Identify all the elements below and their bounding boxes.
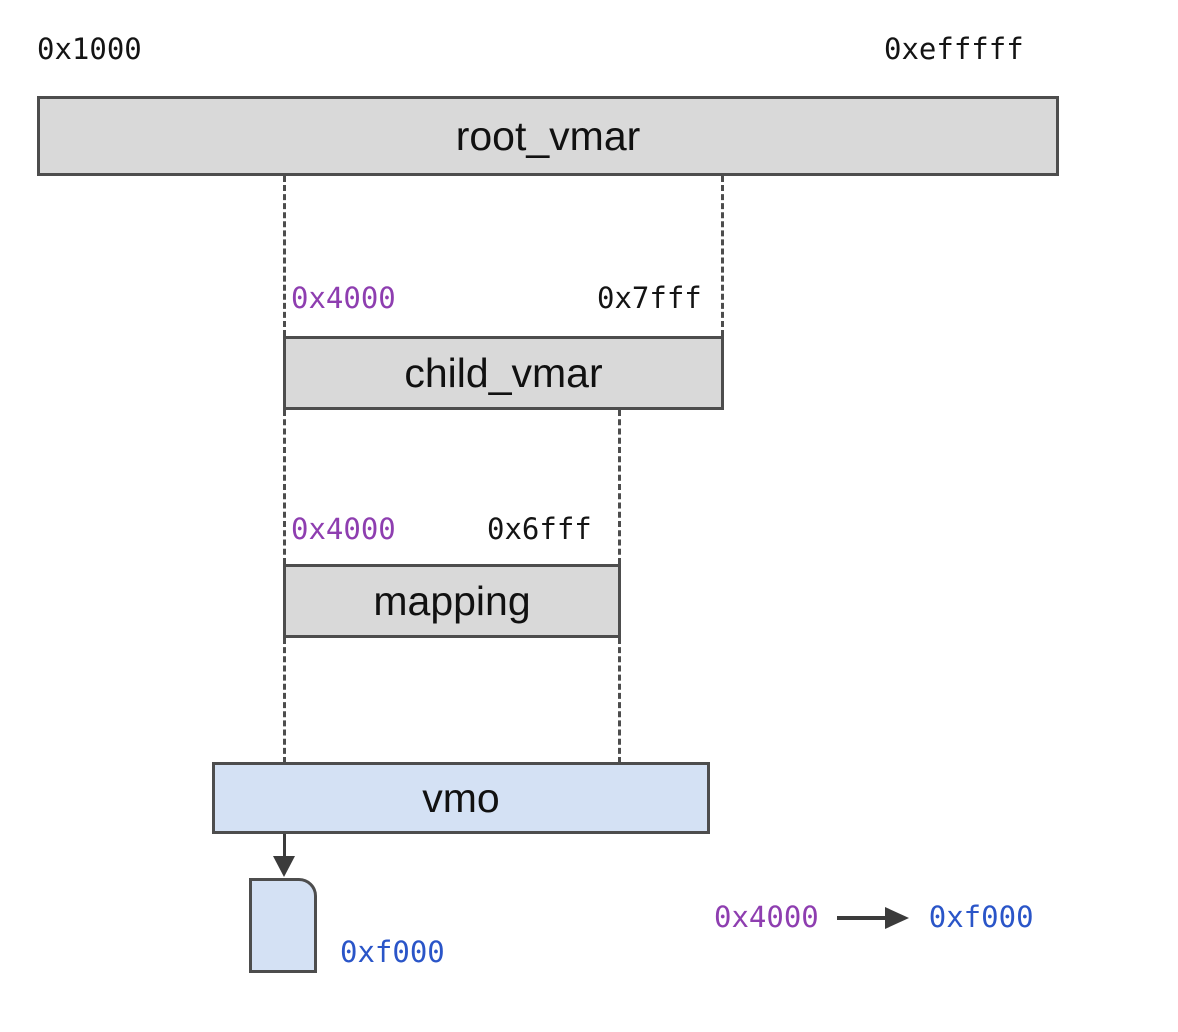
vmo-box: vmo bbox=[212, 762, 710, 834]
guide-line-child-start bbox=[283, 176, 286, 336]
vmo-label: vmo bbox=[422, 774, 500, 821]
root-range-end-label: 0xefffff bbox=[884, 32, 1024, 66]
guide-line-child-end bbox=[721, 176, 724, 336]
child-vmar-label: child_vmar bbox=[404, 349, 603, 396]
guide-line-vmo-end bbox=[618, 638, 621, 763]
legend-target-address: 0xf000 bbox=[928, 900, 1034, 934]
root-vmar-box: root_vmar bbox=[37, 96, 1059, 176]
guide-line-vmo-start bbox=[283, 638, 286, 763]
vmo-to-page-arrow-head bbox=[273, 856, 295, 877]
address-translation-legend: 0x4000 0xf000 bbox=[714, 903, 1034, 932]
legend-source-address: 0x4000 bbox=[714, 900, 819, 934]
vmo-to-page-arrow-stem bbox=[283, 834, 286, 865]
arrow-head bbox=[884, 906, 909, 929]
child-vmar-end-label: 0x7fff bbox=[597, 281, 702, 315]
mapping-start-label: 0x4000 bbox=[291, 512, 396, 546]
arrow-right-icon bbox=[836, 906, 911, 930]
arrow-shaft bbox=[836, 915, 889, 920]
child-vmar-start-label: 0x4000 bbox=[291, 281, 396, 315]
root-range-start-label: 0x1000 bbox=[37, 32, 142, 66]
guide-line-mapping-start bbox=[283, 410, 286, 564]
mapping-box: mapping bbox=[283, 564, 621, 638]
child-vmar-box: child_vmar bbox=[283, 336, 724, 410]
vmo-page-shape bbox=[249, 878, 317, 973]
vmo-page-address-label: 0xf000 bbox=[340, 935, 445, 969]
mapping-end-label: 0x6fff bbox=[487, 512, 592, 546]
mapping-label: mapping bbox=[373, 577, 531, 624]
root-vmar-label: root_vmar bbox=[455, 112, 641, 159]
guide-line-mapping-end bbox=[618, 410, 621, 564]
